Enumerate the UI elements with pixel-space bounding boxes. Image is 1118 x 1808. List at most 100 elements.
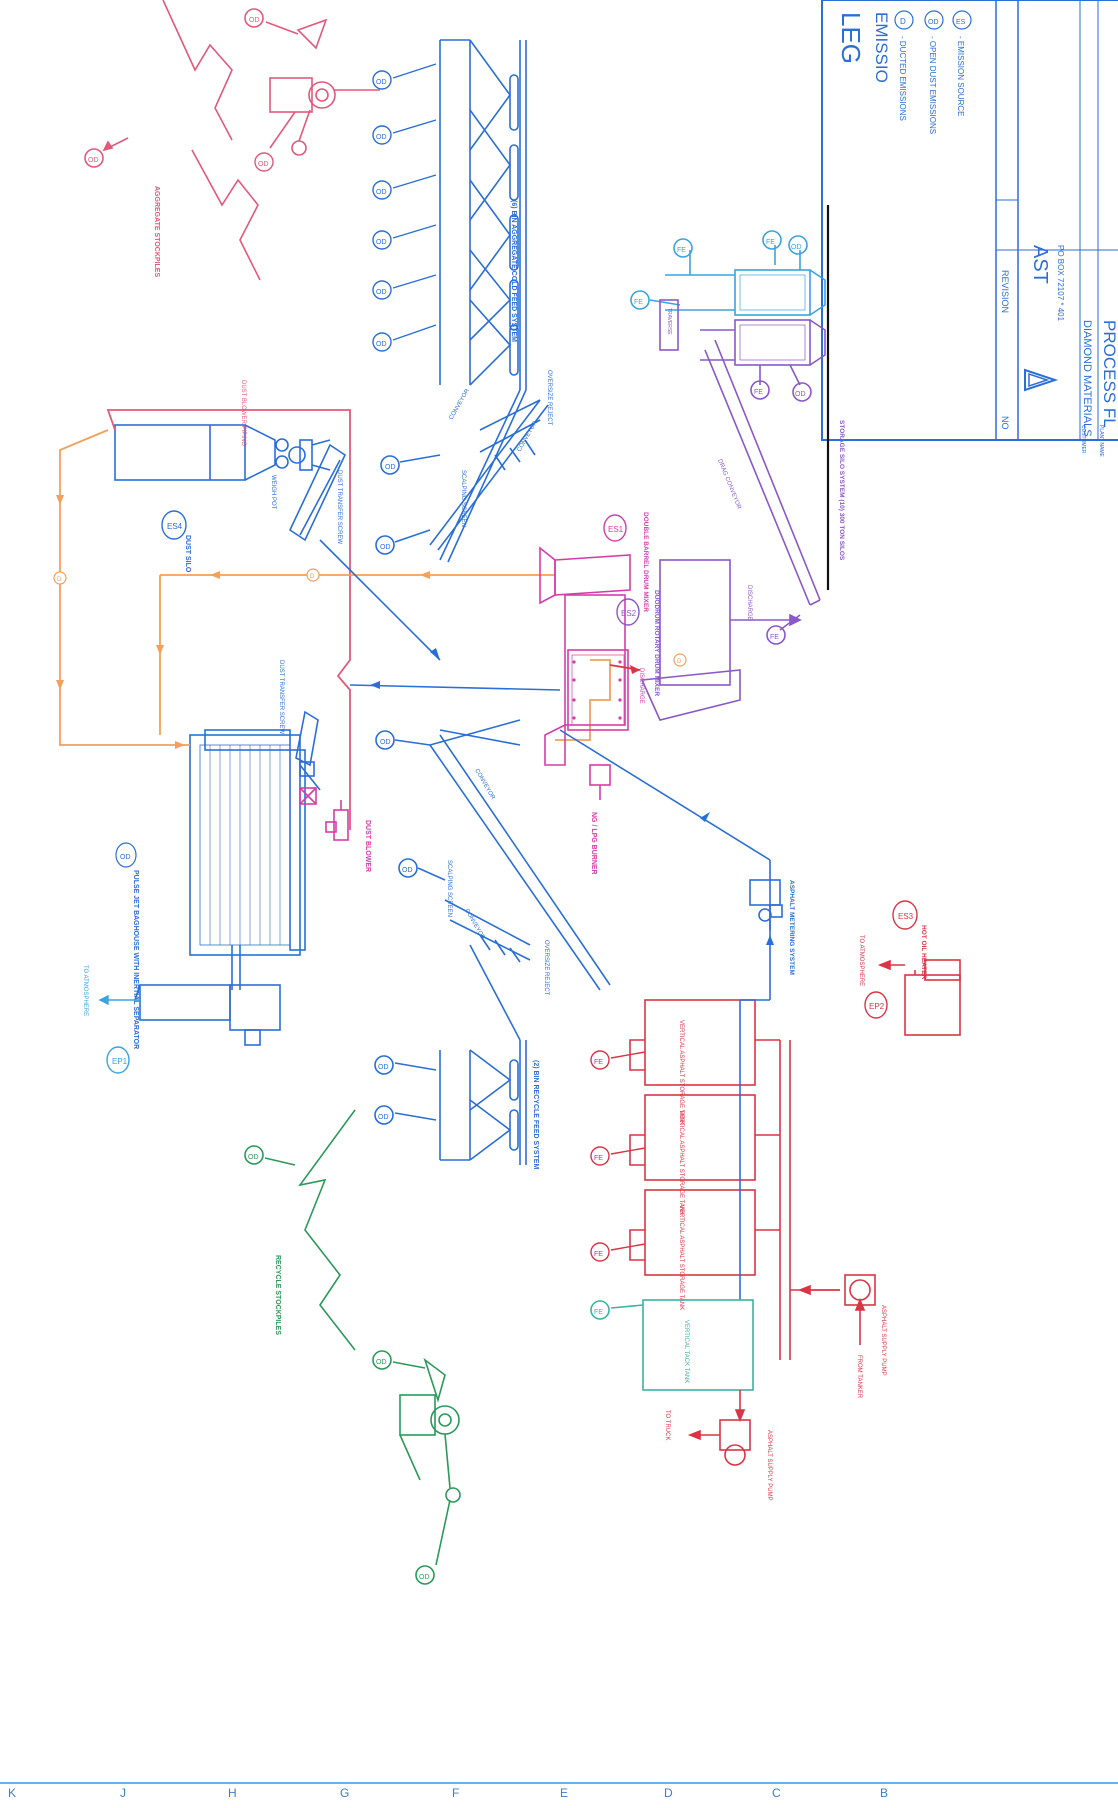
legend-symbol-od: OD	[928, 19, 939, 26]
es1-tag: ES1	[604, 515, 626, 541]
double-barrel-label: DOUBLE BARREL DRUM MIXER	[642, 512, 649, 612]
fe-tag-text: FE	[770, 634, 779, 641]
cold-feed-label: (6) BIN AGGREGATE COLD FEED SYSTEM	[510, 200, 517, 342]
grid-letter-g: G	[340, 1786, 349, 1800]
fe-tag-text: FE	[766, 239, 775, 246]
od-tag-text: OD	[376, 189, 387, 196]
grid-letter-j: J	[120, 1786, 126, 1800]
storage-silo-label: STORAGE SILO SYSTEM (10) 300 TON SILOS	[838, 420, 845, 561]
od-tag-text: OD	[378, 1114, 389, 1121]
title-block: LEG EMISSIO D - DUCTED EMISSIONS OD - OP…	[822, 0, 1118, 458]
truck-pump-label: ASPHALT SUPPLY PUMP	[766, 1430, 772, 1501]
asphalt-storage-tanks	[630, 1000, 840, 1360]
grid-letter-c: C	[772, 1786, 781, 1800]
ep1-tag: EP1	[112, 1057, 128, 1066]
recycle-conveyor-label: CONVEYOR	[473, 768, 496, 801]
tank-2-label: VERTICAL ASPHALT STORAGE TANK	[678, 1110, 684, 1215]
tanker-supply-pump	[800, 1275, 875, 1345]
od-tag-text: OD	[402, 867, 413, 874]
od-tag-text: OD	[248, 1154, 259, 1161]
od-tag-text: OD	[376, 341, 387, 348]
recycle-stockpiles	[245, 1110, 355, 1350]
od-tag-text: OD	[378, 1064, 389, 1071]
baghouse-label: PULSE JET BAGHOUSE WITH INERTIAL SEPARAT…	[132, 870, 139, 1049]
duct-d-tags	[54, 569, 686, 666]
duodrum-label: DUODRUM ROTARY DRUM MIXER	[653, 590, 660, 696]
grid-letter-k: K	[8, 1786, 16, 1800]
fe-tag-text: FE	[754, 389, 763, 396]
fe-tag-text: FE	[594, 1155, 603, 1162]
lower-conveyor-label: CONVEYOR	[463, 908, 486, 941]
svg-text:OD: OD	[88, 157, 99, 164]
drum-discharge-label: DISCHARGE	[638, 668, 644, 704]
legend-open-dust: - OPEN DUST EMISSIONS	[928, 36, 937, 134]
tank-3-label: VERTICAL ASPHALT STORAGE TANK	[678, 1205, 684, 1310]
od-tag-text: OD	[380, 739, 391, 746]
drawing-title: PROCESS FL	[1100, 320, 1118, 428]
title-block-no: NO	[1000, 416, 1010, 430]
to-truck-label: TO TRUCK	[664, 1410, 670, 1440]
d-tag-text: D	[310, 574, 315, 580]
fe-tag-text: FE	[677, 247, 686, 254]
es4-tag: ES4	[162, 511, 186, 539]
fe-tag-text: FE	[594, 1309, 603, 1316]
legend-symbol-es: ES	[956, 19, 966, 26]
dust-transfer-screw-top-label: DUST TRANSFER SCREW	[336, 470, 342, 544]
title-block-heading: LEG	[836, 12, 866, 64]
svg-text:ES3: ES3	[898, 912, 914, 921]
es2-tag: ES2	[617, 599, 639, 625]
fe-tag-text: FE	[594, 1251, 603, 1258]
hot-oil-heater	[880, 960, 960, 1035]
od-tag-text: OD	[376, 1359, 387, 1366]
aggregate-stockpiles: OD	[85, 0, 260, 280]
od-tag-text: OD	[376, 239, 387, 246]
recycle-stockpiles-label: RECYCLE STOCKPILES	[274, 1255, 281, 1335]
plant-label: PLANT NAME	[1098, 425, 1104, 458]
od-tag-text: OD	[376, 79, 387, 86]
svg-text:OD: OD	[258, 161, 269, 168]
dust-silo	[115, 425, 330, 480]
metering-arrow	[766, 935, 774, 945]
svg-text:OD: OD	[249, 17, 260, 24]
hot-oil-heater-label: HOT OIL HEATER	[920, 925, 927, 980]
from-tanker-label: FROM TANKER	[856, 1355, 862, 1399]
fe-tag-text: FE	[594, 1059, 603, 1066]
grid-letter-d: D	[664, 1786, 673, 1800]
dust-blower	[300, 788, 348, 840]
d-tag-text: D	[677, 659, 682, 665]
cold-feed-od-tags	[373, 64, 436, 351]
grid-letter-h: H	[228, 1786, 237, 1800]
svg-text:ES2: ES2	[621, 609, 637, 618]
double-barrel-drum-mixer	[540, 548, 630, 800]
legend-emission-source: - EMISSION SOURCE	[956, 36, 965, 116]
company-name: AST	[1029, 245, 1051, 284]
company-address: PO BOX 72107 * 401	[1056, 245, 1065, 322]
duct-arrows	[56, 495, 430, 749]
od-tag-text: OD	[376, 134, 387, 141]
baghouse-atmosphere-label: TO ATMOSPHERE	[82, 965, 88, 1016]
title-block-subheading: EMISSIO	[872, 12, 891, 83]
recycle-loader	[373, 1351, 460, 1584]
od-tag-text: OD	[419, 1574, 430, 1581]
title-block-revision: REVISION	[1000, 270, 1010, 313]
duodrum-discharge-label: DISCHARGE	[746, 585, 752, 621]
legend-ducted: - DUCTED EMISSIONS	[898, 36, 907, 121]
od-tag-text: OD	[385, 464, 396, 471]
baghouse	[135, 730, 305, 1045]
legend: D - DUCTED EMISSIONS OD - OPEN DUST EMIS…	[895, 11, 971, 134]
ng-lpg-burner-label: NG / LPG BURNER	[590, 812, 597, 875]
tanker-pump-label: ASPHALT SUPPLY PUMP	[880, 1305, 886, 1376]
aggregate-loader	[245, 9, 380, 155]
od-tag: OD	[249, 17, 260, 24]
upper-oversize-label: OVERSIZE REJECT	[546, 370, 552, 426]
dust-blower-piping-label: DUST BLOWER PIPING	[240, 380, 246, 446]
ep2-tag: EP2	[865, 992, 887, 1018]
asphalt-metering-label: ASPHALT METERING SYSTEM	[788, 880, 795, 975]
grid-letter-b: B	[880, 1786, 888, 1800]
grid-letter-e: E	[560, 1786, 568, 1800]
tack-tank	[591, 1300, 753, 1390]
od-tag: OD	[255, 153, 273, 171]
recycle-feed-system	[375, 945, 526, 1165]
fe-tag-text: FE	[634, 299, 643, 306]
od-tag: OD	[85, 149, 103, 167]
